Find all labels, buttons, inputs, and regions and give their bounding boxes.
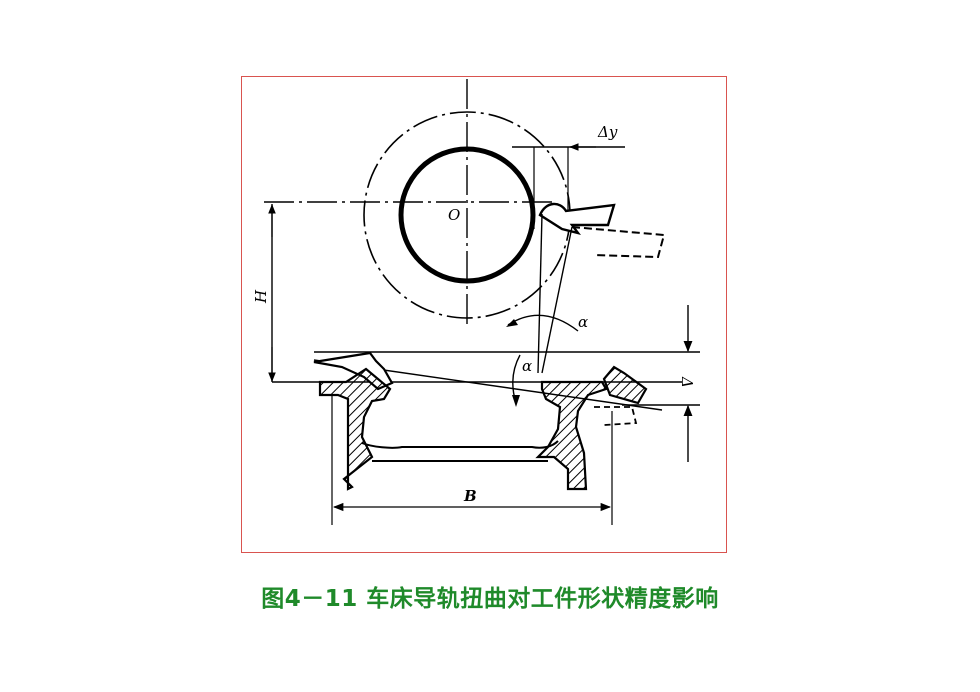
cutting-tool-dashed <box>571 226 666 259</box>
cutting-tool-solid <box>538 202 616 235</box>
right-bed-section <box>535 380 608 491</box>
alpha-upper-arrow <box>506 319 518 327</box>
figure-caption: 图4－11 车床导轨扭曲对工件形状精度影响 <box>261 586 719 612</box>
width-label: B <box>463 487 477 505</box>
lathe-guide-diagram: Δy O H α α Δ B <box>252 79 700 525</box>
tool-vertical-line <box>537 213 543 374</box>
delta-label: Δ <box>678 376 696 388</box>
left-bed-section <box>318 367 392 491</box>
height-label: H <box>252 289 270 304</box>
right-carriage-dashed <box>594 406 638 426</box>
tool-tilted-line <box>541 226 573 374</box>
alpha-lower-label: α <box>522 357 532 375</box>
figure-frame: Δy O H α α Δ B <box>241 76 727 553</box>
alpha-upper-label: α <box>578 313 588 331</box>
alpha-upper-arc <box>507 314 579 332</box>
alpha-lower-arrow <box>512 395 520 407</box>
delta-y-label: Δy <box>597 123 618 141</box>
right-carriage <box>602 365 648 405</box>
origin-label: O <box>448 206 460 224</box>
bed-web <box>361 440 559 449</box>
